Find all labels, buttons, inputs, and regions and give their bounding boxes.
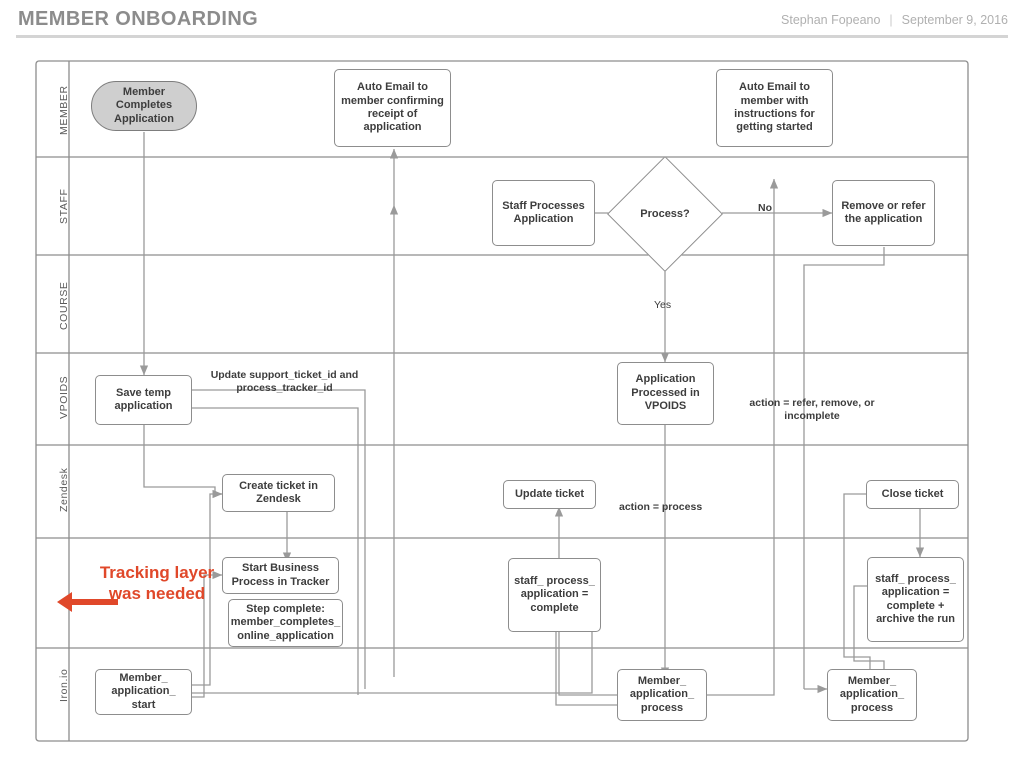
node-label: Member Completes Application bbox=[114, 85, 174, 125]
edge-label-action-process: action = process bbox=[619, 501, 703, 513]
node-process-decision[interactable]: Process? bbox=[607, 156, 723, 272]
node-label: Auto Email to member confirming receipt … bbox=[341, 81, 444, 134]
node-label: Staff Processes Application bbox=[502, 199, 585, 225]
node-create-ticket-in-zendesk[interactable]: Create ticket in Zendesk bbox=[222, 474, 335, 512]
node-member-application-process-1[interactable]: Member_ application_ process bbox=[617, 669, 707, 721]
header-divider bbox=[16, 35, 1008, 38]
left-arrow-icon bbox=[57, 592, 118, 612]
edge-label-yes: Yes bbox=[654, 299, 672, 311]
node-label: Create ticket in Zendesk bbox=[239, 479, 318, 505]
lane-label-zendesk: Zendesk bbox=[58, 467, 70, 512]
edge-label-action-refer: action = refer, remove, or incomplete bbox=[749, 397, 875, 423]
node-staff-process-application-complete[interactable]: staff_ process_ application = complete bbox=[508, 558, 601, 632]
node-label: Step complete: member_completes_ online_… bbox=[230, 602, 341, 642]
swimlane-diagram: MEMBER STAFF COURSE VPOIDS Zendesk Iron.… bbox=[32, 57, 972, 745]
edge-label-update-ids: Update support_ticket_id and process_tra… bbox=[210, 369, 359, 395]
node-update-ticket[interactable]: Update ticket bbox=[503, 480, 596, 509]
node-step-complete-member-completes-online-application[interactable]: Step complete: member_completes_ online_… bbox=[228, 599, 343, 647]
lane-label-member: MEMBER bbox=[58, 85, 70, 135]
node-label: Update ticket bbox=[514, 487, 585, 500]
node-label: Member_ application_ start bbox=[111, 671, 176, 711]
node-member-application-start[interactable]: Member_ application_ start bbox=[95, 669, 192, 715]
page-title: MEMBER ONBOARDING bbox=[18, 8, 259, 30]
node-save-temp-application[interactable]: Save temp application bbox=[95, 375, 192, 425]
node-start-business-process-in-tracker[interactable]: Start Business Process in Tracker bbox=[222, 557, 339, 594]
diagram-canvas bbox=[35, 60, 969, 742]
node-label: staff_ process_ application = complete bbox=[514, 574, 595, 614]
node-label: Start Business Process in Tracker bbox=[231, 562, 330, 588]
node-member-completes-application[interactable]: Member Completes Application bbox=[91, 81, 197, 131]
node-label: Remove or refer the application bbox=[841, 199, 926, 225]
node-label: Member_ application_ process bbox=[839, 674, 905, 714]
node-label: Application Processed in VPOIDS bbox=[631, 373, 700, 413]
node-staff-processes-application[interactable]: Staff Processes Application bbox=[492, 180, 595, 246]
node-close-ticket[interactable]: Close ticket bbox=[866, 480, 959, 509]
byline-date: September 9, 2016 bbox=[901, 13, 1008, 27]
edge-label-no: No bbox=[758, 202, 772, 214]
lane-grid bbox=[35, 60, 969, 742]
node-label: Process? bbox=[640, 208, 690, 220]
page-header: MEMBER ONBOARDING Stephan Fopeano | Septem… bbox=[0, 0, 1024, 40]
node-label: Close ticket bbox=[881, 487, 944, 500]
lane-label-staff: STAFF bbox=[58, 188, 70, 224]
lane-label-vpoids: VPOIDS bbox=[58, 375, 70, 419]
node-label: Auto Email to member with instructions f… bbox=[734, 81, 815, 134]
byline-author: Stephan Fopeano bbox=[781, 13, 881, 27]
lane-label-course: COURSE bbox=[58, 281, 70, 330]
node-application-processed-in-vpoids[interactable]: Application Processed in VPOIDS bbox=[617, 362, 714, 425]
byline-separator: | bbox=[889, 13, 893, 27]
node-member-application-process-2[interactable]: Member_ application_ process bbox=[827, 669, 917, 721]
node-label: Save temp application bbox=[114, 386, 173, 412]
lane-label-ironio: Iron.io bbox=[58, 668, 70, 702]
annotation-tracking-layer: Tracking layer was needed bbox=[99, 563, 215, 604]
node-remove-or-refer-application[interactable]: Remove or refer the application bbox=[832, 180, 935, 246]
byline: Stephan Fopeano | September 9, 2016 bbox=[781, 13, 1008, 27]
node-auto-email-confirming-receipt[interactable]: Auto Email to member confirming receipt … bbox=[334, 69, 451, 147]
connectors bbox=[139, 132, 925, 706]
node-label: staff_ process_ application = complete +… bbox=[875, 572, 956, 625]
node-label: Member_ application_ process bbox=[629, 674, 695, 714]
node-auto-email-getting-started[interactable]: Auto Email to member with instructions f… bbox=[716, 69, 833, 147]
node-staff-process-application-complete-archive[interactable]: staff_ process_ application = complete +… bbox=[867, 557, 964, 642]
